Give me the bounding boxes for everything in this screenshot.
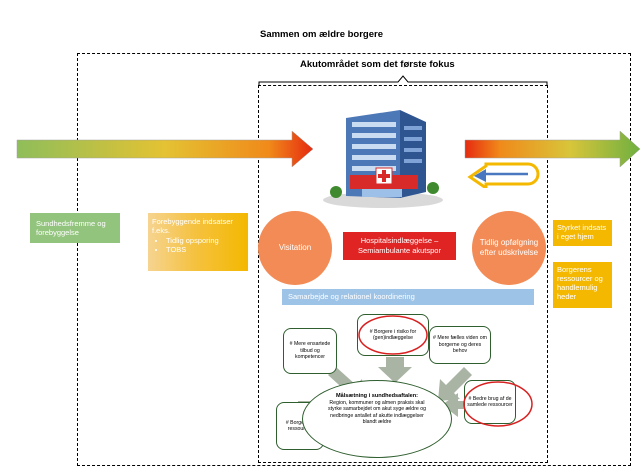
node-shared-knowledge: # Mere fælles viden om borgerne og deres… [429,326,491,364]
node-better-resources: # Bedre brug af de samlede ressourcer [464,380,516,424]
goal-text: Region, kommuner og almen praksis skal s… [327,399,427,426]
preventive-item: TOBS [166,245,244,254]
acute-area-title: Akutområdet som det første fokus [300,59,455,70]
visitation-circle: Visitation [258,211,332,285]
preventive-efforts-box: Forebyggende indsatser f.eks. Tidlig ops… [148,213,248,271]
hospitalization-box: Hospitalsindlæggelse – Semiambulante aku… [343,232,456,260]
highlight-ellipse [358,315,428,355]
preventive-item: Tidlig opsporing [166,236,244,245]
health-promotion-box: Sundhedsfremme og forebyggelse [30,213,120,243]
left-gradient-arrow [16,130,314,168]
return-arrow-icon [467,162,540,188]
highlight-ellipse [463,381,533,427]
goal-ellipse: Målsætning i sundhedsaftalen: Region, ko… [302,380,452,458]
right-gradient-arrow [464,130,641,168]
inner-dashed-frame [258,85,548,463]
preventive-heading: Forebyggende indsatser f.eks. [152,217,233,235]
early-followup-circle: Tidlig opfølgning efter udskrivelse [472,211,546,285]
collaboration-bar: Samarbejde og relationel koordinering [282,289,534,305]
page-title: Sammen om ældre borgere [259,29,383,40]
outer-dashed-frame [77,53,631,466]
goal-heading: Målsætning i sundhedsaftalen: [335,393,419,399]
node-uniform-offers: # Mere ensartede tilbud og kompetencer [283,328,337,374]
home-effort-box: Styrket indsats i eget hjem [553,220,612,246]
hospital-building-icon [323,110,443,208]
citizen-resources-box: Borgerens ressourcer og handlemulig hede… [553,262,612,308]
bracket-line [258,75,548,86]
